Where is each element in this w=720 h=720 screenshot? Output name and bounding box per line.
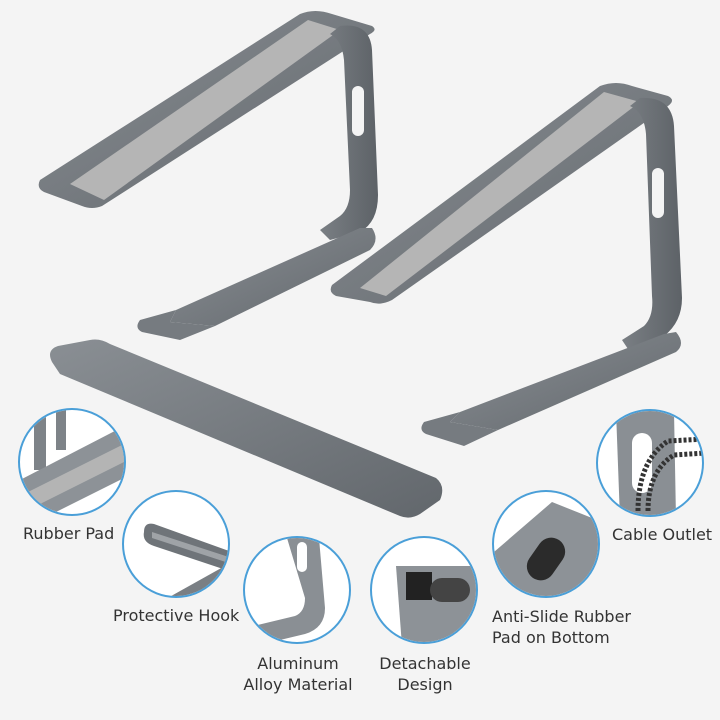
detachable-label: Detachable Design <box>370 653 480 695</box>
detachable-label-line2: Design <box>397 675 453 694</box>
anti-slide-label-line2: Pad on Bottom <box>492 628 610 647</box>
stand-half-left <box>38 11 378 340</box>
crossbar <box>50 339 443 518</box>
anti-slide-label-line1: Anti-Slide Rubber <box>492 607 631 626</box>
protective-hook-detail-circle <box>122 490 230 598</box>
detachable-detail-circle <box>370 536 478 644</box>
aluminum-detail-circle <box>243 536 351 644</box>
cable-outlet-label: Cable Outlet <box>612 525 713 544</box>
rubber-pad-detail-circle <box>18 408 126 516</box>
anti-slide-label: Anti-Slide Rubber Pad on Bottom <box>492 606 631 648</box>
aluminum-label-line2: Alloy Material <box>243 675 353 694</box>
protective-hook-label: Protective Hook <box>113 606 240 625</box>
aluminum-label-line1: Aluminum <box>257 654 339 673</box>
detachable-label-line1: Detachable <box>379 654 471 673</box>
rubber-pad-label: Rubber Pad <box>23 524 115 543</box>
stand-half-right <box>330 83 682 446</box>
aluminum-label: Aluminum Alloy Material <box>240 653 356 695</box>
cable-outlet-detail-circle <box>596 409 704 517</box>
anti-slide-detail-circle <box>492 490 600 598</box>
